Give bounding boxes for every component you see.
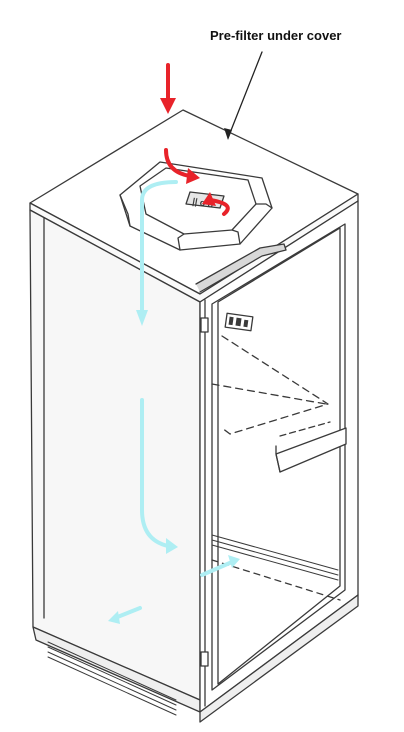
internal-shelf — [211, 335, 329, 435]
airflow-top-to-front — [140, 180, 178, 314]
airflow-exit-front — [200, 560, 234, 577]
top-latch — [195, 243, 287, 293]
hinge-top — [200, 317, 209, 333]
inflow-arrow-curve-back — [208, 198, 230, 216]
inflow-arrow-curve-right — [164, 148, 192, 178]
side-vent-grille — [47, 641, 177, 716]
front-vent-grille — [211, 534, 339, 581]
door-glass-inner — [217, 227, 341, 685]
prefilter-callout-label: Pre-filter under cover — [210, 28, 342, 43]
airflow-descending — [140, 398, 170, 548]
frame-base — [199, 594, 359, 723]
inflow-arrows — [160, 63, 230, 216]
hinge-bottom — [200, 651, 209, 667]
airflow-exit-side — [113, 606, 142, 620]
door-handle — [275, 421, 347, 473]
callout-leader-line — [227, 51, 263, 139]
airflow-arrows — [108, 180, 240, 624]
inner-floor-dashed — [211, 559, 341, 601]
door-glass-outline — [211, 223, 346, 691]
callout-arrowhead — [224, 128, 232, 140]
